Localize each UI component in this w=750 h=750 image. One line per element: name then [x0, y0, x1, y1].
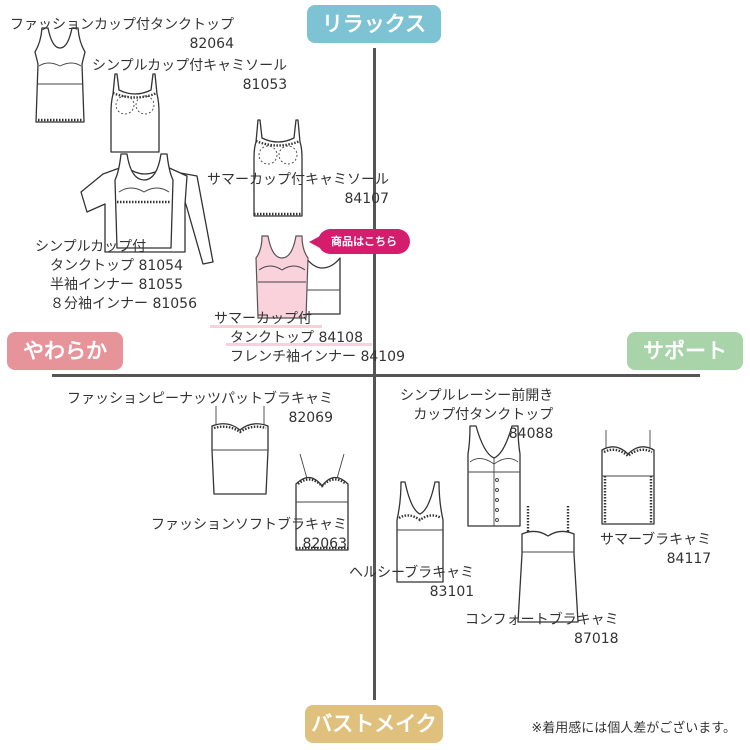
product-code: 87018 — [574, 631, 619, 647]
product-code: 84117 — [666, 551, 712, 567]
product-line: ８分袖インナー 81056 — [50, 296, 197, 312]
product-code: 84107 — [344, 191, 389, 207]
bra-camisole-icon — [211, 406, 269, 495]
product-line: フレンチ袖インナー 84109 — [230, 349, 405, 365]
product-name: ファッションカップ付タンクトップ — [10, 17, 234, 33]
bra-camisole-icon — [295, 453, 349, 551]
product-label: コンフォートブラキャミ 87018 — [465, 611, 619, 649]
product-label: ファッションピーナッツパットブラキャミ 82069 — [67, 390, 333, 428]
bra-camisole-icon — [396, 481, 444, 583]
product-line: カップ付タンクトップ — [413, 407, 554, 423]
axis-label-top: リラックス — [307, 5, 441, 43]
product-name: ファッションピーナッツパットブラキャミ — [67, 391, 333, 407]
product-line: シンプルレーシー前開き — [400, 388, 554, 404]
highlight-bar — [210, 325, 322, 328]
tank-top-icon — [34, 27, 86, 123]
product-line: サマーカップ付 — [214, 311, 312, 327]
product-label: サマーカップ付キャミソール 84107 — [207, 171, 389, 209]
product-code: 82064 — [189, 36, 234, 52]
product-line: 半袖インナー 81055 — [50, 277, 183, 293]
product-line: タンクトップ 81054 — [50, 258, 183, 274]
product-name: ファッションソフトブラキャミ — [151, 517, 347, 533]
product-name: ヘルシーブラキャミ — [349, 565, 475, 581]
tank-top-icon — [255, 235, 309, 319]
product-name: コンフォートブラキャミ — [465, 612, 619, 628]
product-code: 83101 — [429, 584, 475, 600]
callout-badge[interactable]: 商品はこちら — [309, 229, 410, 254]
product-code: 82063 — [302, 536, 347, 552]
axis-label-bottom: バストメイク — [305, 705, 443, 743]
product-code: 84088 — [508, 426, 554, 442]
product-label: ファッションカップ付タンクトップ 82064 — [10, 16, 234, 54]
bra-camisole-icon — [517, 506, 579, 623]
product-label: ヘルシーブラキャミ 83101 — [349, 564, 474, 602]
product-name: サマーブラキャミ — [600, 532, 712, 548]
camisole-icon — [110, 73, 160, 153]
product-label: サマーブラキャミ 84117 — [600, 531, 711, 569]
product-line: タンクトップ 84108 — [230, 330, 363, 346]
highlight-bar — [226, 343, 372, 346]
bra-camisole-icon — [601, 430, 655, 525]
sleeved-inner-icon — [80, 153, 214, 265]
product-label-highlighted: サマーカップ付 タンクトップ 84108 フレンチ袖インナー 84109 — [214, 310, 405, 367]
product-name: サマーカップ付キャミソール — [207, 172, 389, 188]
product-label: ファッションソフトブラキャミ 82063 — [151, 516, 347, 554]
front-open-tank-icon — [467, 425, 521, 527]
french-sleeve-icon — [297, 257, 341, 315]
product-label: シンプルカップ付キャミソール 81053 — [92, 57, 287, 95]
horizontal-axis — [52, 374, 700, 377]
product-label: シンプルカップ付 タンクトップ 81054 半袖インナー 81055 ８分袖イン… — [35, 238, 197, 314]
disclaimer-note: ※着用感には個人差がございます。 — [531, 721, 736, 736]
product-code: 82069 — [288, 410, 333, 426]
product-code: 81053 — [242, 77, 288, 93]
camisole-icon — [253, 119, 303, 217]
product-name: シンプルカップ付キャミソール — [92, 58, 288, 74]
axis-label-left: やわらか — [7, 332, 123, 370]
axis-label-right: サポート — [627, 332, 743, 370]
product-line: シンプルカップ付 — [35, 239, 147, 255]
product-label: シンプルレーシー前開き カップ付タンクトップ 84088 — [400, 387, 553, 444]
